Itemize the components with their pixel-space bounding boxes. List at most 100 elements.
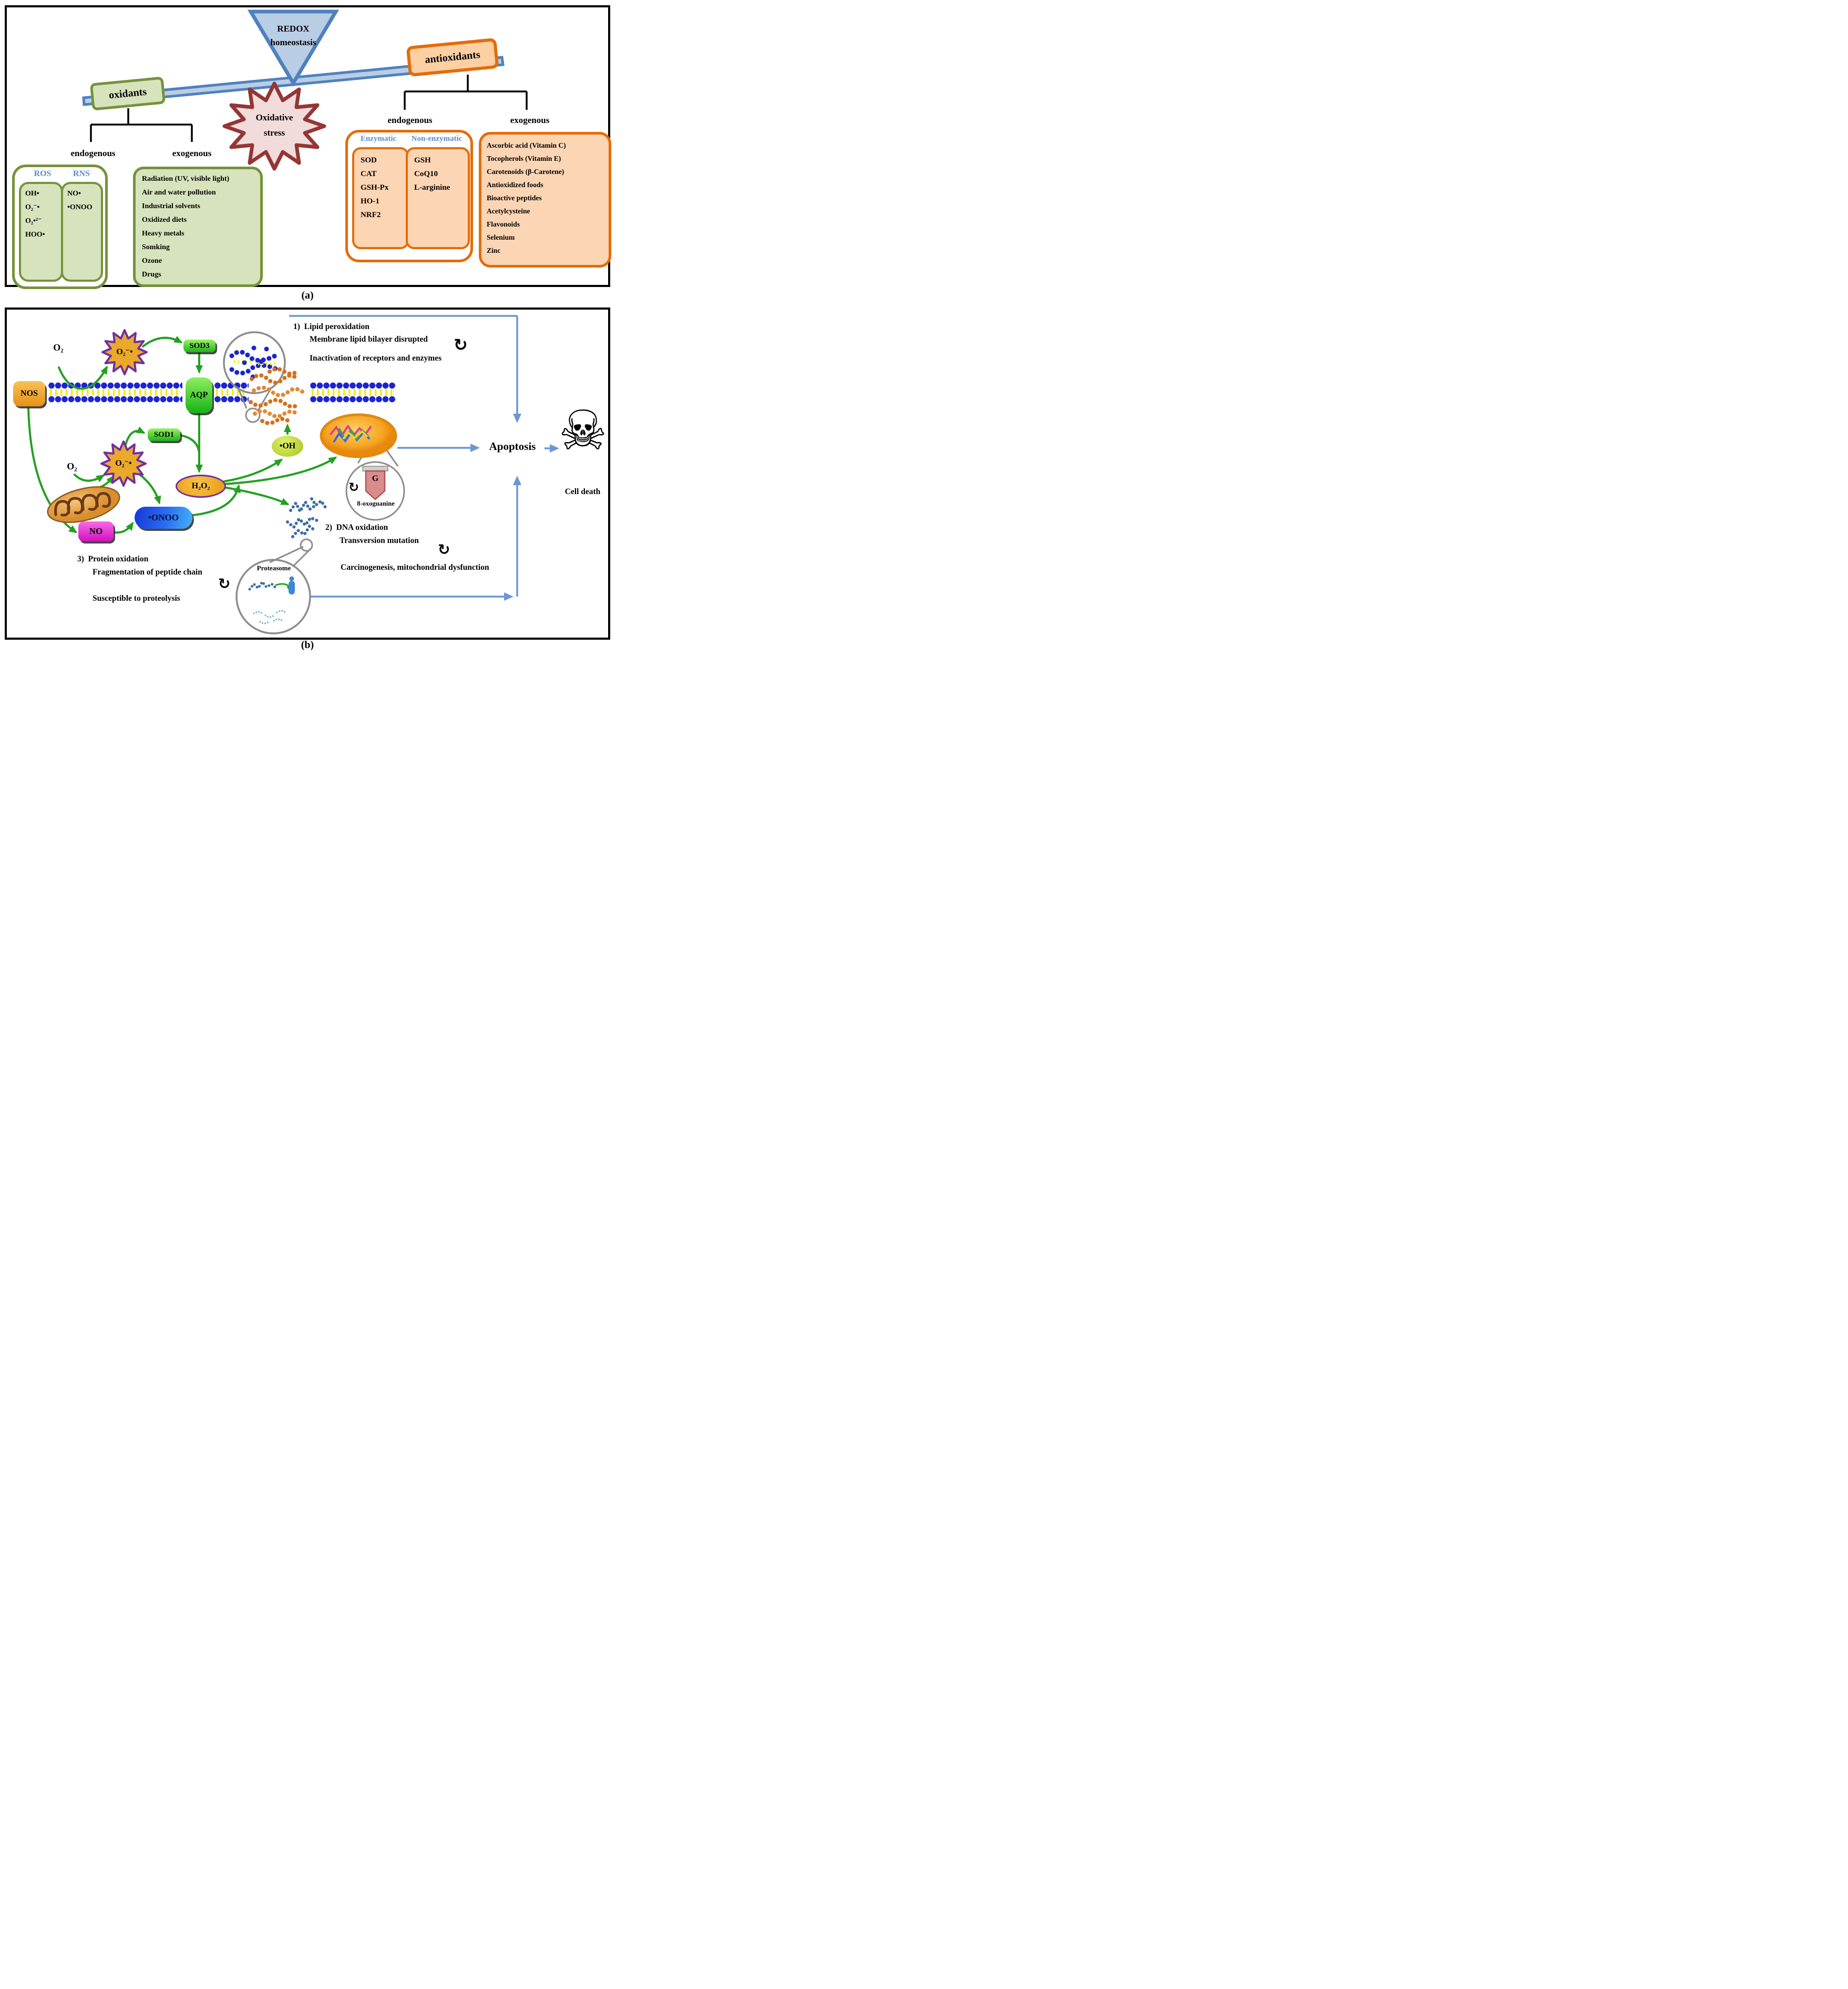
no-label: NO xyxy=(89,526,103,536)
enzymatic-item: HO-1 xyxy=(361,197,379,206)
exo-oxidant: Industrial solvents xyxy=(142,202,200,210)
panel-b-caption: (b) xyxy=(301,639,314,651)
stress-line1: Oxidative xyxy=(255,112,293,122)
exo-antiox: Acetylcysteine xyxy=(487,207,530,215)
rns-item: NO• xyxy=(67,190,81,198)
dna-num: 2) xyxy=(325,523,332,532)
superoxide-mid-label: O₂⁻• xyxy=(115,459,132,468)
aqp-label: AQP xyxy=(190,391,208,399)
non-enzymatic-label: Non-enzymatic xyxy=(411,135,463,143)
membrane-segment xyxy=(310,382,396,403)
enzymatic-label: Enzymatic xyxy=(360,135,397,143)
mitochondria xyxy=(47,486,120,523)
ros-rns-wrap: ROS RNS OH• O₂⁻• O₂•²⁻ HOO• NO• •ONOO xyxy=(12,165,108,289)
oh-node: •OH xyxy=(272,436,303,457)
ros-item: O₂•²⁻ xyxy=(25,217,42,225)
endogenous-antiox-wrap: Enzymatic Non-enzymatic SOD CAT GSH-Px H… xyxy=(345,130,473,262)
superoxide-starburst-top xyxy=(101,329,148,375)
lipid-line3: Inactivation of receptors and enzymes xyxy=(310,354,442,363)
apoptosis-label: Apoptosis xyxy=(489,440,536,453)
exo-oxidant: Somking xyxy=(142,243,170,251)
superoxide-starburst-mid xyxy=(100,440,147,487)
exo-antiox: Selenium xyxy=(487,233,515,241)
sod1-node: SOD1 xyxy=(148,428,180,441)
protein-annotation-line1: 3) Protein oxidation xyxy=(77,555,148,564)
redox-line2: homeostasis xyxy=(270,37,316,47)
exogenous-oxidants-box: Radiation (UV, visible light) Air and wa… xyxy=(133,167,263,287)
exo-oxidant: Air and water pollution xyxy=(142,189,216,197)
recycle-icon: ↻ xyxy=(438,541,450,558)
superoxide-top-label: O₂⁻• xyxy=(116,347,133,356)
panel-b: NOS O₂ O₂⁻• SOD3 AQP SOD1 O₂ O₂⁻• H₂O₂ N… xyxy=(5,307,610,640)
panel-a-caption: (a) xyxy=(301,290,314,301)
oxidative-stress-starburst xyxy=(222,81,326,171)
sod3-label: SOD3 xyxy=(189,341,210,350)
antiox-endogenous-label: endogenous xyxy=(387,115,433,125)
antioxidants-bracket xyxy=(404,75,528,110)
rns-item: •ONOO xyxy=(67,203,93,211)
dna-line3: Carcinogenesis, mitochondrial dysfunctio… xyxy=(341,563,489,572)
oxoguanine-icon xyxy=(362,466,388,500)
h2o2-node: H₂O₂ xyxy=(176,475,226,498)
exo-antiox: Zinc xyxy=(487,247,501,254)
sod1-label: SOD1 xyxy=(153,430,174,439)
exo-antiox: Bioactive peptides xyxy=(487,194,542,202)
oxidants-bracket xyxy=(90,108,193,142)
exo-antiox: Flavonoids xyxy=(487,220,520,228)
nos-label: NOS xyxy=(20,389,38,398)
non-enzymatic-item: CoQ10 xyxy=(414,170,438,178)
dna-line1: DNA oxidation xyxy=(336,523,388,532)
aqp-node: AQP xyxy=(186,377,212,413)
exo-oxidant: Drugs xyxy=(142,271,161,279)
enzymatic-item: SOD xyxy=(361,156,377,165)
exo-oxidant: Ozone xyxy=(142,257,162,265)
exo-antiox: Tocopherols (Vitamin E) xyxy=(487,155,561,162)
ros-box: OH• O₂⁻• O₂•²⁻ HOO• xyxy=(19,182,63,282)
onoo-node: •ONOO xyxy=(135,507,192,529)
proteasome-label: Proteasome xyxy=(256,564,291,572)
exo-antiox: Carotenoids (β-Carotene) xyxy=(487,168,564,176)
lipid-line2: Membrane lipid bilayer disrupted xyxy=(310,335,428,344)
figure-canvas: REDOX homeostasis oxidants antioxidants … xyxy=(0,0,615,662)
recycle-icon: ↻ xyxy=(218,575,231,592)
proteasome-interior xyxy=(248,576,295,624)
ros-item: OH• xyxy=(25,190,39,198)
non-enzymatic-item: L-arginine xyxy=(414,183,450,192)
o2-top-label: O₂ xyxy=(53,342,64,353)
protein-num: 3) xyxy=(77,555,84,563)
pivot-triangle xyxy=(247,9,340,87)
non-enzymatic-box: GSH CoQ10 L-arginine xyxy=(406,147,470,249)
cell-death-label: Cell death xyxy=(564,487,601,496)
oxidants-label: oxidants xyxy=(108,86,147,101)
skull-icon: ☠ xyxy=(558,398,608,463)
exo-antiox: Antioxidized foods xyxy=(487,181,543,189)
oxidants-endogenous-label: endogenous xyxy=(70,148,116,158)
exo-oxidant: Heavy metals xyxy=(142,230,184,238)
stress-line2: stress xyxy=(263,127,285,138)
exogenous-antiox-box: Ascorbic acid (Vitamin C) Tocopherols (V… xyxy=(479,132,611,268)
lipid-num: 1) xyxy=(293,322,300,331)
no-node: NO xyxy=(78,521,114,541)
disrupted-membrane-blob xyxy=(249,367,304,425)
protein-line2: Fragmentation of peptide chain xyxy=(93,568,202,577)
exo-antiox: Ascorbic acid (Vitamin C) xyxy=(487,141,566,149)
oxoguanine-g-label: G xyxy=(372,474,379,483)
enzymatic-item: NRF2 xyxy=(361,211,381,219)
h2o2-label: H₂O₂ xyxy=(191,481,210,490)
magnified-bilayer-icon xyxy=(229,345,280,380)
oh-label: •OH xyxy=(279,442,296,450)
onoo-label: •ONOO xyxy=(148,512,179,522)
enzymatic-box: SOD CAT GSH-Px HO-1 NRF2 xyxy=(352,147,409,249)
nos-node: NOS xyxy=(13,381,45,406)
panel-b-shapes xyxy=(27,315,559,634)
antiox-exogenous-label: exogenous xyxy=(510,115,550,125)
panel-a: REDOX homeostasis oxidants antioxidants … xyxy=(5,5,611,289)
redox-homeostasis-label: REDOX homeostasis xyxy=(256,22,330,49)
lipid-annotation-line1: 1) Lipid peroxidation xyxy=(293,322,369,332)
recycle-icon: ↻ xyxy=(454,335,468,355)
membrane-segment xyxy=(48,382,182,403)
apoptosis-arrows xyxy=(289,315,559,601)
rns-box: NO• •ONOO xyxy=(61,182,103,282)
rns-label: RNS xyxy=(73,169,90,178)
exo-oxidant: Radiation (UV, visible light) xyxy=(142,175,230,183)
